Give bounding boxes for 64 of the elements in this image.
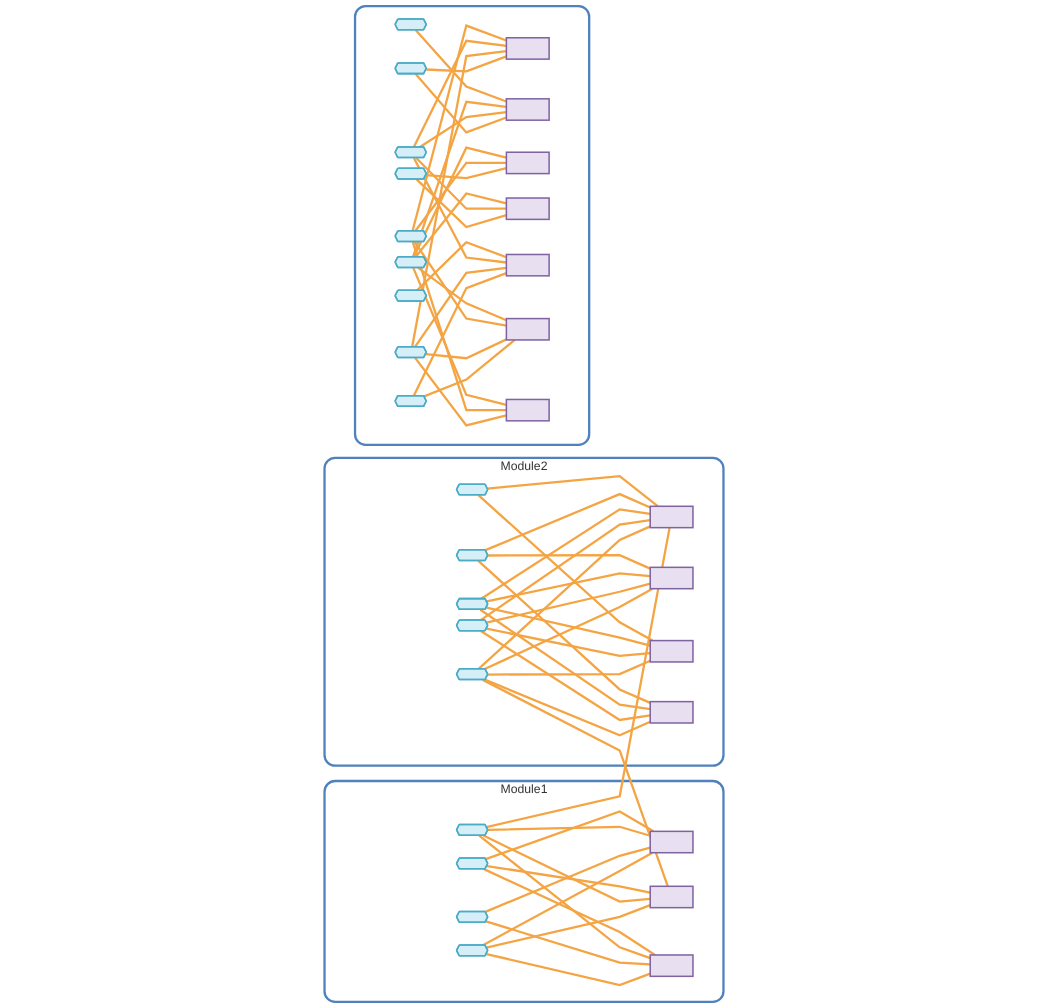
connector <box>488 659 651 676</box>
connector <box>487 474 659 508</box>
node-box <box>505 98 550 121</box>
connector <box>478 834 651 960</box>
connector <box>486 527 671 829</box>
connector <box>414 73 507 134</box>
connector <box>411 24 507 232</box>
node-box <box>505 398 550 422</box>
connector <box>414 192 507 258</box>
node-box <box>505 151 550 175</box>
connector <box>410 49 507 348</box>
connector <box>479 518 651 622</box>
connector <box>413 266 507 348</box>
connector <box>411 100 507 258</box>
connector <box>477 494 654 642</box>
node-box <box>505 37 550 60</box>
connector <box>418 111 507 149</box>
connector <box>415 157 507 210</box>
connector <box>486 582 651 624</box>
node-box <box>649 954 694 978</box>
connector <box>415 29 507 103</box>
node-box <box>649 700 694 724</box>
connector <box>414 161 507 232</box>
connector <box>426 55 507 73</box>
node-box <box>505 253 550 277</box>
connector <box>481 851 654 947</box>
connector <box>484 492 651 552</box>
connector <box>482 678 669 887</box>
connector <box>425 338 507 360</box>
node-box <box>649 505 694 529</box>
cluster <box>353 4 591 446</box>
connector <box>425 167 507 180</box>
connector <box>480 630 651 722</box>
connector <box>413 241 507 327</box>
connector <box>487 825 651 837</box>
connector <box>483 587 654 671</box>
connector <box>484 678 651 737</box>
connector <box>411 241 507 412</box>
connector <box>486 606 651 647</box>
connector <box>477 525 651 671</box>
node-box <box>649 885 694 909</box>
connector <box>483 834 651 903</box>
connector <box>486 627 651 657</box>
connector <box>486 572 651 603</box>
connector <box>477 560 651 704</box>
connector <box>480 508 651 600</box>
connector <box>414 357 507 427</box>
connector <box>486 864 651 894</box>
connector <box>483 868 656 956</box>
connector <box>486 952 651 987</box>
connector <box>488 553 651 570</box>
connector <box>484 846 651 913</box>
connector <box>485 920 651 966</box>
connector <box>486 904 651 949</box>
connector <box>412 39 507 148</box>
connector <box>423 339 516 398</box>
node-box <box>649 830 694 854</box>
node-box <box>505 317 550 341</box>
node-box <box>649 639 694 663</box>
node-box <box>505 197 550 221</box>
connector <box>485 810 654 861</box>
connector <box>479 608 651 711</box>
node-box <box>649 566 694 590</box>
connector <box>417 266 507 322</box>
